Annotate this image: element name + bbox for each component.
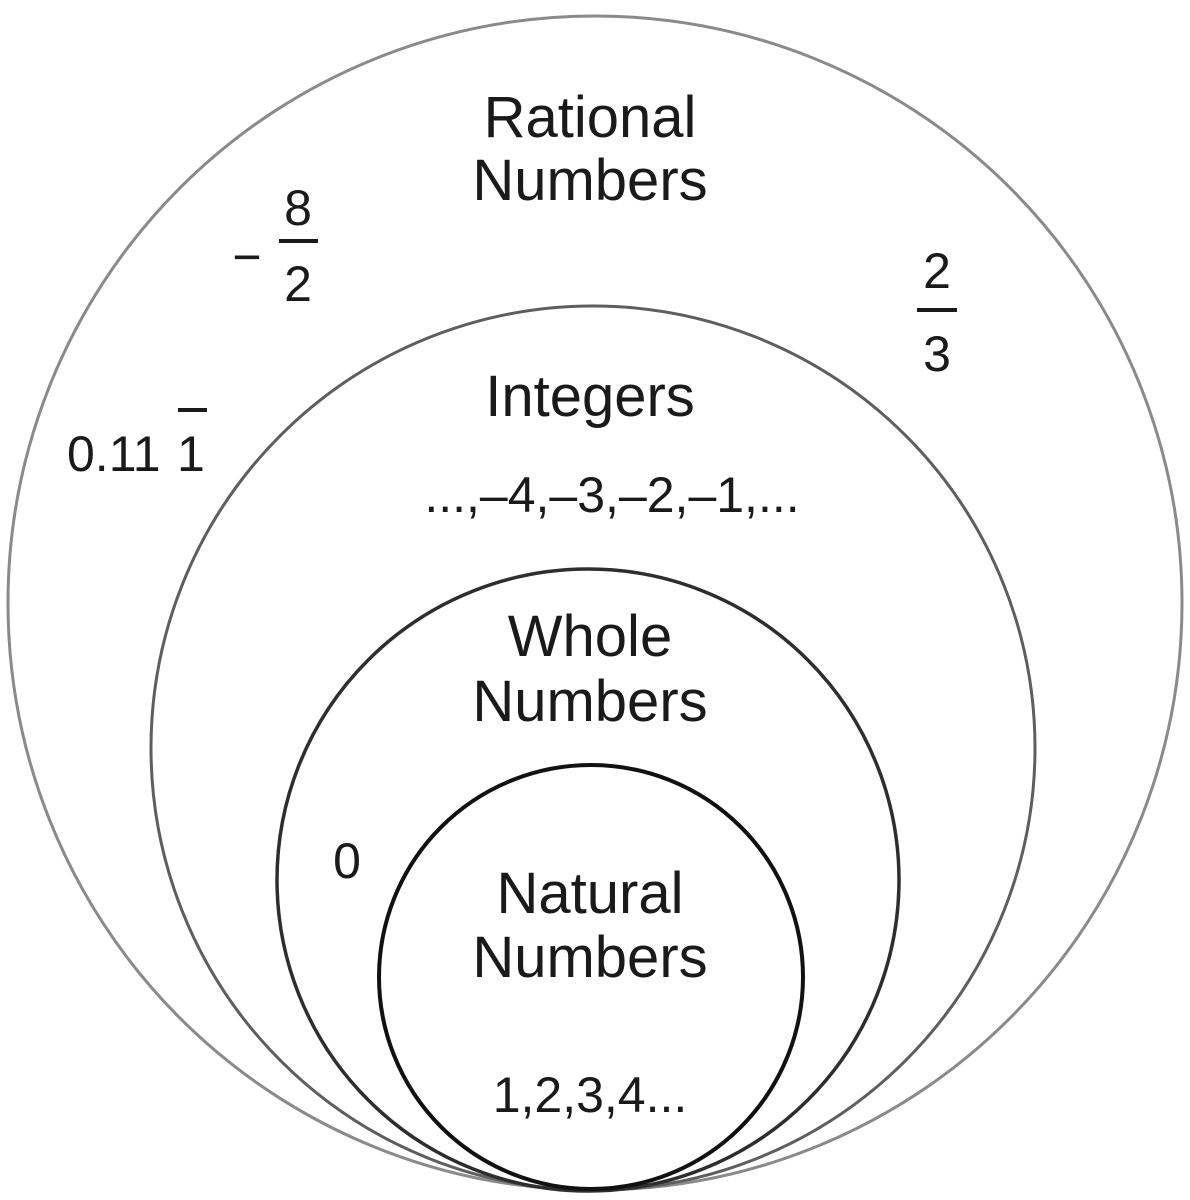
rational-numbers-title-line1: Rational [484, 85, 697, 150]
natural-numbers-circle [377, 763, 805, 1191]
repeating-decimal-prefix: 0.11 [67, 426, 161, 482]
integers-examples: ...,–4,–3,–2,–1,... [424, 467, 799, 523]
natural-numbers-examples: 1,2,3,4... [493, 1067, 688, 1123]
natural-numbers-title-line2: Numbers [472, 925, 707, 990]
negative-fraction-example: − 8 2 [232, 180, 318, 312]
repeating-decimal-example: 0.11 1 [67, 408, 207, 482]
rational-numbers-title-line2: Numbers [472, 148, 707, 213]
natural-numbers-title-line1: Natural [497, 861, 684, 926]
negative-fraction-denominator: 2 [284, 256, 312, 312]
whole-numbers-example-zero: 0 [333, 833, 361, 889]
repeating-decimal-digit: 1 [177, 426, 205, 482]
positive-fraction-numerator: 2 [923, 243, 951, 299]
integers-circle [149, 304, 1037, 1192]
whole-numbers-circle [275, 567, 901, 1193]
whole-numbers-title-line1: Whole [508, 604, 672, 669]
negative-fraction-sign: − [232, 229, 261, 285]
integers-title: Integers [485, 364, 695, 429]
positive-fraction-denominator: 3 [923, 326, 951, 382]
positive-fraction-example: 2 3 [917, 243, 957, 382]
negative-fraction-numerator: 8 [284, 180, 312, 236]
whole-numbers-title-line2: Numbers [472, 669, 707, 734]
